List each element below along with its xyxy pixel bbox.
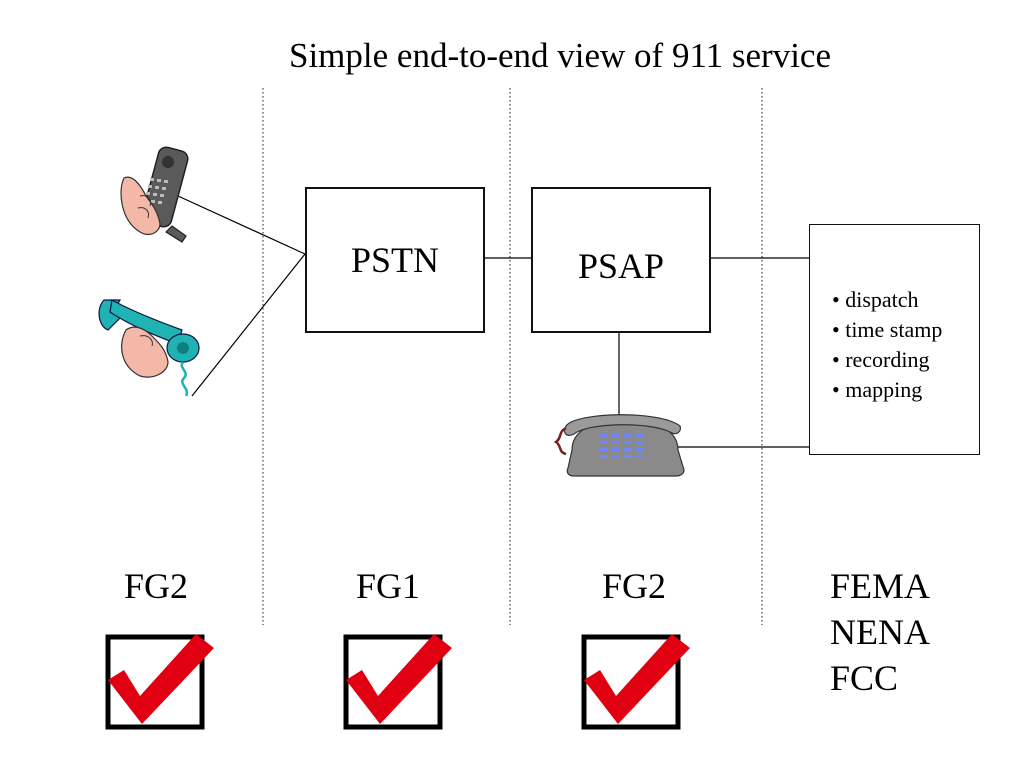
features-box: • dispatch • time stamp • recording • ma… bbox=[809, 224, 980, 455]
agency-item: NENA bbox=[830, 612, 930, 652]
column-label-3: FG2 bbox=[601, 566, 667, 606]
column-label-2: FG1 bbox=[355, 566, 421, 606]
pstn-node: PSTN bbox=[305, 187, 485, 333]
agency-item: FCC bbox=[830, 658, 899, 698]
agency-list: FEMA NENA FCC bbox=[830, 563, 930, 701]
link-handset-pstn bbox=[191, 253, 306, 397]
feature-item: • mapping bbox=[832, 377, 923, 402]
desk-phone-icon bbox=[553, 414, 685, 477]
agency-item: FEMA bbox=[830, 566, 931, 606]
feature-item: • dispatch bbox=[832, 287, 919, 312]
feature-item: • time stamp bbox=[832, 317, 943, 342]
checkmark-box-icon-2 bbox=[343, 634, 452, 730]
link-mobile-pstn bbox=[177, 195, 306, 255]
feature-list: • dispatch • time stamp • recording • ma… bbox=[832, 285, 942, 405]
column-label-1: FG2 bbox=[123, 566, 189, 606]
handset-in-hand-icon bbox=[98, 299, 200, 397]
checkmark-box-icon-3 bbox=[581, 634, 690, 730]
pstn-label: PSTN bbox=[350, 240, 440, 280]
checkmark-box-icon-1 bbox=[105, 634, 214, 730]
mobile-phone-in-hand-icon bbox=[120, 146, 189, 243]
diagram-title: Simple end-to-end view of 911 service bbox=[288, 36, 832, 75]
feature-item: • recording bbox=[832, 347, 930, 372]
psap-label: PSAP bbox=[577, 246, 665, 286]
psap-node: PSAP bbox=[531, 187, 711, 333]
